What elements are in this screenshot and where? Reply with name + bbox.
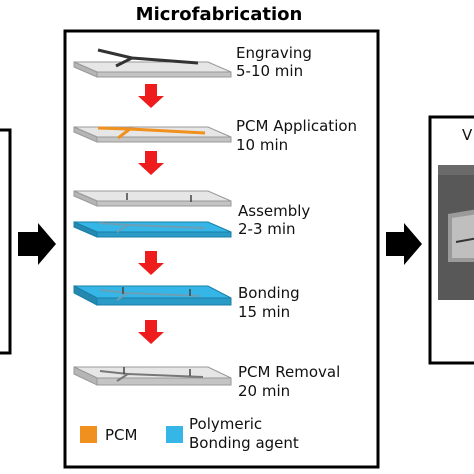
assembly-channel [98, 222, 206, 233]
legend-bonding-label-line1: Polymeric [189, 415, 262, 433]
step-name-pcm-removal: PCM Removal [238, 363, 340, 381]
engraved-channel [97, 48, 199, 68]
assembly-bonding-slab [73, 221, 232, 238]
step-name-engraving: Engraving [236, 44, 312, 62]
flow-arrow-right [386, 223, 422, 265]
bonding-slab [73, 285, 232, 306]
legend-pcm-label: PCM [105, 426, 137, 444]
microfabrication-panel-frame [63, 29, 380, 469]
step-name-bonding: Bonding [238, 284, 300, 302]
red-arrow-4 [138, 320, 164, 344]
panel-title: Microfabrication [136, 4, 303, 25]
legend-pcm-swatch [80, 426, 97, 443]
pcm-channel [97, 126, 206, 140]
step-time-engraving: 5-10 min [236, 62, 303, 80]
device-photo [438, 165, 474, 300]
step-time-pcm-removal: 20 min [238, 382, 290, 400]
bonding-channel [99, 289, 201, 301]
assembly-cover-slab [73, 190, 232, 207]
step-time-bonding: 15 min [238, 303, 290, 321]
pcm-application-slab [73, 126, 232, 143]
flow-arrow-left [18, 223, 56, 265]
red-arrow-1 [138, 84, 164, 108]
right-panel-title-fragment: V [462, 126, 473, 144]
red-arrow-3 [138, 251, 164, 275]
red-arrow-2 [138, 151, 164, 175]
step-time-pcm-application: 10 min [236, 136, 288, 154]
pcm-removal-slab [73, 366, 232, 386]
removed-channel [99, 370, 204, 382]
step-name-pcm-application: PCM Application [236, 117, 357, 135]
engraving-slab [73, 48, 232, 78]
left-panel-frame [0, 128, 12, 355]
step-name-assembly: Assembly [238, 202, 310, 220]
legend-bonding-label-line2: Bonding agent [189, 434, 299, 452]
step-time-assembly: 2-3 min [238, 220, 296, 238]
right-panel-frame [428, 115, 474, 365]
legend-bonding-swatch [166, 426, 183, 443]
